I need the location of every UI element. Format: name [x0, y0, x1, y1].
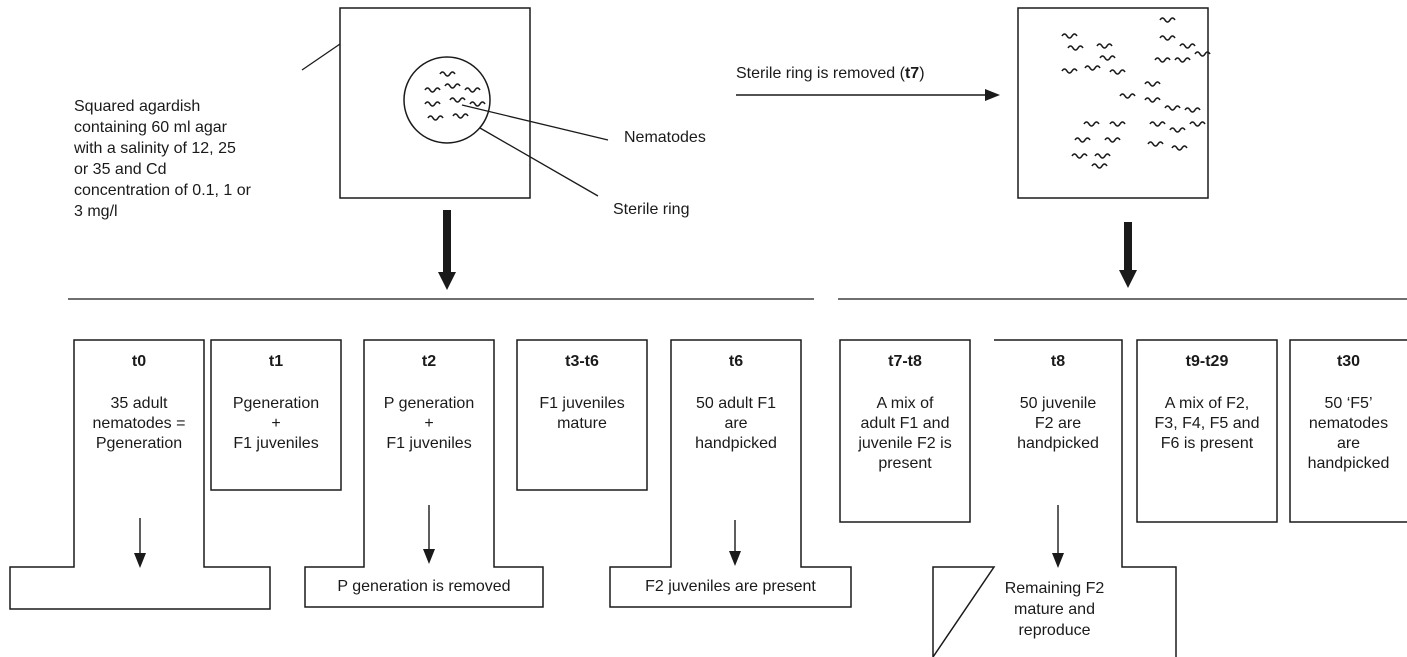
dish-description-line: Squared agardish	[74, 98, 201, 115]
thick-arrow-left-shaft	[443, 210, 451, 274]
box-t8-line: handpicked	[1017, 435, 1099, 452]
dish-description: Squared agardish containing 60 ml agar w…	[74, 96, 344, 222]
box-t7-t8-line: juvenile F2 is	[858, 435, 952, 452]
box-t9-t29-line: F6 is present	[1160, 435, 1254, 452]
box-t7-t8-line: adult F1 and	[860, 415, 950, 432]
box-t3-t6-line: mature	[557, 415, 607, 432]
box-t3-t6: t3-t6 F1 juveniles mature	[517, 352, 647, 434]
outcome-t8-line: reproduce	[1018, 622, 1091, 639]
outcome-t8-line: mature and	[1014, 601, 1095, 618]
box-t30-outline	[1289, 339, 1407, 523]
sterile-ring-label: Sterile ring	[613, 201, 690, 218]
box-t30-line: handpicked	[1307, 455, 1390, 472]
box-t9-t29-outline	[1136, 339, 1278, 523]
dish-description-line: with a salinity of 12, 25	[74, 140, 236, 157]
box-t0-outline	[9, 339, 271, 610]
ring-removal-prefix: Sterile ring is removed (	[736, 65, 905, 82]
box-t2-line: +	[424, 415, 434, 432]
dish-description-line: concentration of 0.1, 1 or	[74, 182, 251, 199]
ring-removal-label: Sterile ring is removed (t7)	[736, 64, 925, 84]
box-t1-line: Pgeneration	[232, 395, 320, 412]
box-t2-time: t2	[421, 353, 437, 370]
box-t6-outline	[609, 339, 852, 608]
box-t6-line: handpicked	[695, 435, 777, 452]
box-t0-line: 35 adult	[110, 395, 168, 412]
box-t30-time: t30	[1336, 353, 1361, 370]
box-t6-line: 50 adult F1	[695, 395, 777, 412]
box-t0-line: nematodes =	[92, 415, 186, 432]
nematodes-pointer-line	[461, 104, 609, 141]
box-t9-t29: t9-t29 A mix of F2, F3, F4, F5 and F6 is…	[1137, 352, 1277, 454]
nematodes-spread	[1061, 17, 1211, 169]
thick-arrow-left-head	[438, 272, 456, 290]
ring-removal-suffix: )	[919, 65, 925, 82]
box-t8-line: F2 are	[1034, 415, 1082, 432]
box-t7-t8-line: present	[878, 455, 932, 472]
box-t1: t1 Pgeneration + F1 juveniles	[211, 352, 341, 454]
box-t7-t8-line: A mix of	[876, 395, 934, 412]
thick-arrow-right-head	[1119, 270, 1137, 288]
dish-pointer-line	[301, 43, 341, 71]
box-t8: t8 50 juvenile F2 are handpicked	[994, 352, 1122, 454]
nematodes-in-ring	[424, 71, 486, 121]
box-t6-time: t6	[728, 353, 744, 370]
outcome-t6: F2 juveniles are present	[645, 578, 816, 595]
box-t1-time: t1	[268, 353, 284, 370]
outcome-t8-line: Remaining F2	[1004, 580, 1105, 597]
box-t30-line: are	[1336, 435, 1361, 452]
box-t0: t0 35 adult nematodes = Pgeneration	[74, 352, 204, 454]
arrow-t0-head	[134, 553, 146, 568]
box-t8-line: 50 juvenile	[1019, 395, 1097, 412]
dish-description-line: containing 60 ml agar	[74, 119, 227, 136]
arrow-t8-head	[1052, 553, 1064, 568]
ring-pointer-line	[479, 127, 599, 197]
dish-description-line: 3 mg/l	[74, 203, 118, 220]
box-t1-line: F1 juveniles	[233, 435, 319, 452]
box-t0-time: t0	[131, 353, 147, 370]
box-t3-t6-line: F1 juveniles	[539, 395, 625, 412]
box-t0-line: Pgeneration	[95, 435, 183, 452]
arrow-t2-head	[423, 549, 435, 564]
box-t2: t2 P generation + F1 juveniles	[364, 352, 494, 454]
box-t30-line: 50 ‘F5’	[1324, 395, 1373, 412]
box-t7-t8-time: t7-t8	[888, 353, 922, 370]
box-t3-t6-time: t3-t6	[565, 353, 599, 370]
box-t2-outline	[304, 339, 544, 608]
thick-arrow-right-shaft	[1124, 222, 1132, 272]
box-t1-outline	[210, 339, 342, 491]
box-t30-line: nematodes	[1308, 415, 1389, 432]
box-t3-t6-outline	[516, 339, 648, 491]
box-t6: t6 50 adult F1 are handpicked	[671, 352, 801, 454]
box-t9-t29-line: F3, F4, F5 and	[1154, 415, 1260, 432]
box-t1-line: +	[271, 415, 281, 432]
box-t8-time: t8	[1050, 353, 1066, 370]
ring-removal-time: t7	[904, 65, 920, 82]
nematodes-label: Nematodes	[624, 129, 706, 146]
agar-dish-right	[1017, 7, 1209, 199]
sterile-ring	[403, 56, 491, 144]
outcome-t2: P generation is removed	[337, 578, 511, 595]
dish-description-line: or 35 and Cd	[74, 161, 167, 178]
box-t9-t29-time: t9-t29	[1185, 353, 1229, 370]
box-t2-line: F1 juveniles	[386, 435, 472, 452]
removal-arrow-head	[985, 89, 1000, 101]
box-t9-t29-line: A mix of F2,	[1164, 395, 1250, 412]
agar-dish-left	[339, 7, 531, 199]
box-t8-outline	[932, 339, 1177, 657]
box-t7-t8: t7-t8 A mix of adult F1 and juvenile F2 …	[840, 352, 970, 474]
box-t2-line: P generation	[383, 395, 475, 412]
box-t6-line: are	[724, 415, 748, 432]
outcome-t8: Remaining F2 mature and reproduce	[933, 578, 1176, 641]
box-t7-t8-outline	[839, 339, 971, 523]
arrow-t6-head	[729, 551, 741, 566]
box-t30: t30 50 ‘F5’ nematodes are handpicked	[1290, 352, 1407, 474]
